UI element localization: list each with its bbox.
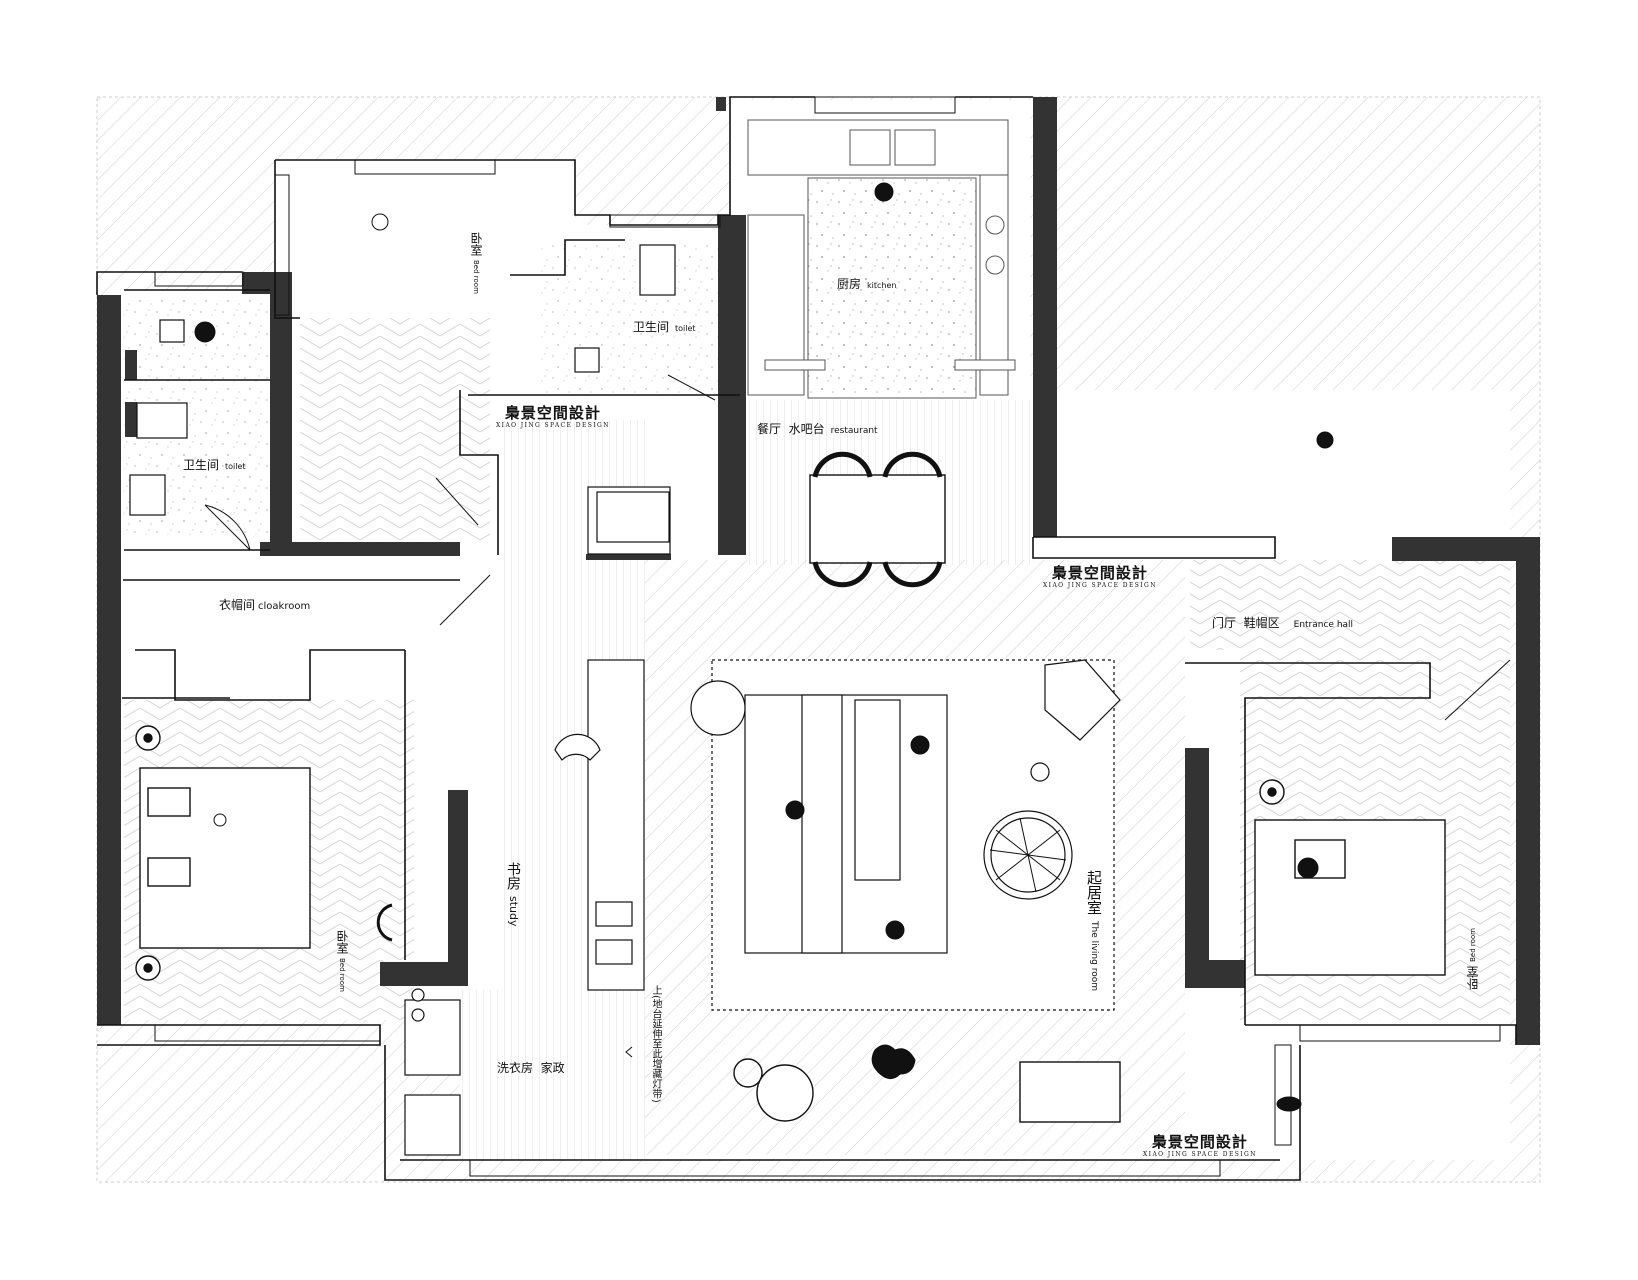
figure-silhouettes <box>194 182 1334 1112</box>
label-bedroom-right: 卧室Bed room <box>1466 928 1480 990</box>
sanitary <box>129 244 676 1156</box>
label-laundry: 洗衣房 家政 <box>497 1061 565 1075</box>
bar-counter <box>587 486 671 555</box>
label-bedroom-left: 卧室Bed room <box>335 930 349 992</box>
windows <box>154 96 1501 1177</box>
brand-logo-1: 梟景空間設計 XIAO JING SPACE DESIGN <box>496 404 610 429</box>
armchair-bottom <box>733 1058 1121 1123</box>
stair-note: 上(地台延伸至此增藏灯带) <box>650 985 661 1103</box>
stair-arrow-icon <box>625 1046 633 1058</box>
walls <box>97 97 1540 1045</box>
label-bedroom-top: 卧室Bed room <box>469 232 483 294</box>
beds <box>135 190 1446 981</box>
brand-logo-3: 梟景空間設計 XIAO JING SPACE DESIGN <box>1143 1133 1257 1158</box>
living-furniture <box>690 659 1121 1011</box>
label-living: 起居室The living room <box>1085 870 1103 991</box>
kitchen-counters <box>747 119 1016 396</box>
dining-table <box>809 451 946 588</box>
doors <box>204 374 1511 942</box>
brand-logo-2: 梟景空間設計 XIAO JING SPACE DESIGN <box>1043 564 1157 589</box>
label-study: 书房study <box>505 862 521 927</box>
study-desk <box>554 659 645 991</box>
